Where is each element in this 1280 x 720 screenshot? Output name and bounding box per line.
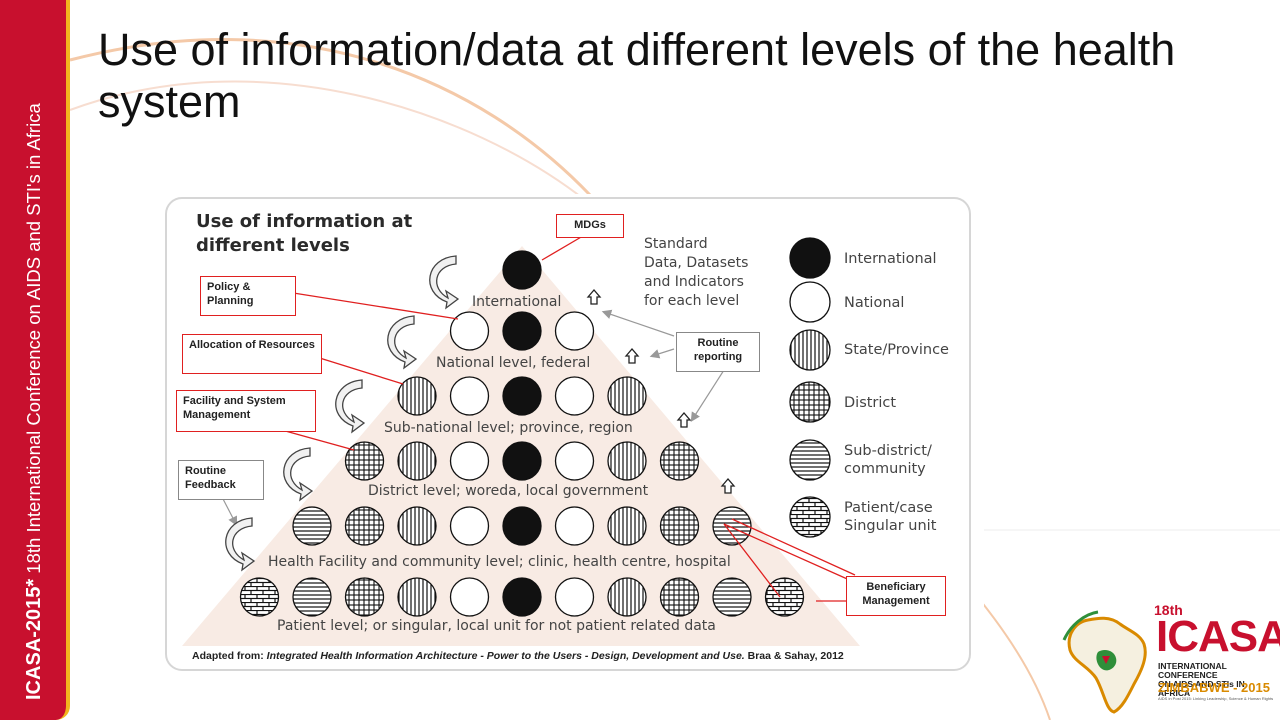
diagram-heading-line2: different levels: [196, 235, 350, 256]
logo-line2-text: ON AIDS AND STIs IN AFRICA: [1158, 679, 1245, 698]
callout-beneficiary-management: Beneficiary Management: [846, 576, 946, 616]
level-circle-white: [554, 441, 595, 481]
level-label-district: District level; woreda, local government: [368, 483, 649, 499]
diagram-heading-line1: Use of information at: [196, 211, 413, 232]
legend-label-district: District: [844, 395, 897, 411]
source-authors: Braa & Sahay, 2012: [747, 650, 844, 662]
level-label-international: International: [472, 294, 562, 310]
sidebar-brand: ICASA-2015*: [23, 578, 45, 700]
level-circle-black: [502, 441, 542, 481]
level-circle-horizontal: [292, 506, 332, 546]
level-label-national: National level, federal: [436, 355, 591, 371]
legend-label-state: State/Province: [844, 342, 949, 358]
callout-policy-planning: Policy & Planning: [200, 276, 296, 316]
level-circle-black: [502, 506, 542, 546]
standard-line: and Indicators: [644, 274, 744, 290]
conference-sidebar: ICASA-2015* 18th International Conferenc…: [0, 0, 70, 720]
level-circle-grid: [659, 577, 700, 617]
level-circle-grid: [344, 577, 385, 617]
level-circle-white: [554, 376, 595, 416]
information-levels-diagram: Use of information at different levels S…: [158, 194, 984, 692]
legend-swatch-grid: [789, 381, 831, 423]
legend-label-national: National: [844, 295, 905, 311]
level-circle-white: [449, 506, 490, 546]
legend-swatch-brick: [789, 496, 831, 538]
standard-line: for each level: [644, 293, 740, 309]
level-circle-black: [502, 376, 542, 416]
callout-routine-feedback: Routine Feedback: [178, 460, 264, 500]
level-circle-grid: [659, 441, 700, 481]
callout-routine-reporting: Routine reporting: [676, 332, 760, 372]
level-circle-horizontal: [712, 506, 752, 546]
logo-edition: 18th: [1154, 602, 1183, 618]
icasa-logo: 18th ICASA INTERNATIONAL CONFERENCE ON A…: [1058, 600, 1280, 718]
legend-swatch-horizontal: [789, 439, 831, 481]
level-circle-vertical: [607, 441, 647, 481]
level-circle-vertical: [607, 577, 647, 617]
level-circle-horizontal: [292, 577, 332, 617]
legend-swatch-black: [789, 237, 831, 279]
sidebar-text: ICASA-2015* 18th International Conferenc…: [14, 10, 54, 700]
flow-arrow-icon: [429, 255, 460, 310]
standard-data-text: Standard Data, Datasets and Indicators f…: [644, 235, 748, 311]
flow-arrow-icon: [387, 315, 418, 370]
level-circle-black: [502, 250, 542, 290]
legend-swatch-vertical: [789, 329, 831, 371]
legend-label-subdistrict: Sub-district/ community: [844, 443, 932, 477]
level-circle-grid: [344, 506, 385, 546]
level-circle-vertical: [607, 506, 647, 546]
flow-arrow-icon: [283, 447, 314, 502]
level-circle-black: [502, 577, 542, 617]
callout-facility-management: Facility and System Management: [176, 390, 316, 432]
level-label-facility: Health Facility and community level; cli…: [268, 554, 731, 570]
callout-allocation-resources: Allocation of Resources: [182, 334, 322, 374]
level-circle-vertical: [397, 376, 437, 416]
level-circle-brick: [764, 577, 805, 617]
legend-label-international: International: [844, 251, 937, 267]
flow-arrow-icon: [335, 379, 366, 434]
callout-mdgs: MDGs: [556, 214, 624, 238]
level-circle-white: [449, 577, 490, 617]
level-circle-brick: [239, 577, 280, 617]
level-circle-white: [554, 577, 595, 617]
logo-line1: INTERNATIONAL CONFERENCE ON AIDS AND STI…: [1158, 662, 1276, 698]
logo-motto: AIDS in Post 2015: Linking Leadership, S…: [1158, 696, 1274, 701]
logo-name: ICASA: [1156, 612, 1280, 661]
logo-location: ZIMBABWE - 2015: [1158, 680, 1270, 695]
source-citation: Adapted from: Integrated Health Informat…: [192, 650, 844, 662]
legend-swatch-white: [789, 281, 831, 323]
slide-title: Use of information/data at different lev…: [98, 24, 1176, 127]
level-circle-vertical: [607, 376, 647, 416]
source-prefix: Adapted from:: [192, 650, 264, 662]
level-label-subnational: Sub-national level; province, region: [384, 420, 633, 436]
standard-line: Data, Datasets: [644, 255, 749, 271]
level-circle-white: [449, 441, 490, 481]
level-circle-white: [554, 311, 595, 351]
level-circle-white: [449, 311, 490, 351]
source-title: Integrated Health Information Architectu…: [266, 650, 745, 662]
flow-arrow-icon: [225, 517, 256, 572]
level-circle-horizontal: [712, 577, 752, 617]
level-circle-white: [554, 506, 595, 546]
level-circle-vertical: [397, 577, 437, 617]
standard-line: Standard: [644, 236, 708, 252]
level-label-patient: Patient level; or singular, local unit f…: [277, 618, 716, 634]
level-circle-grid: [659, 506, 700, 546]
africa-map-icon: [1062, 610, 1147, 714]
level-circle-vertical: [397, 441, 437, 481]
diagram-canvas: [165, 197, 971, 671]
level-circle-vertical: [397, 506, 437, 546]
level-circle-white: [449, 376, 490, 416]
legend-label-patient: Patient/case Singular unit: [844, 500, 937, 534]
level-circle-black: [502, 311, 542, 351]
level-circle-grid: [344, 441, 385, 481]
sidebar-tagline: 18th International Conference on AIDS an…: [23, 103, 44, 579]
logo-line1-text: INTERNATIONAL CONFERENCE: [1158, 661, 1227, 680]
